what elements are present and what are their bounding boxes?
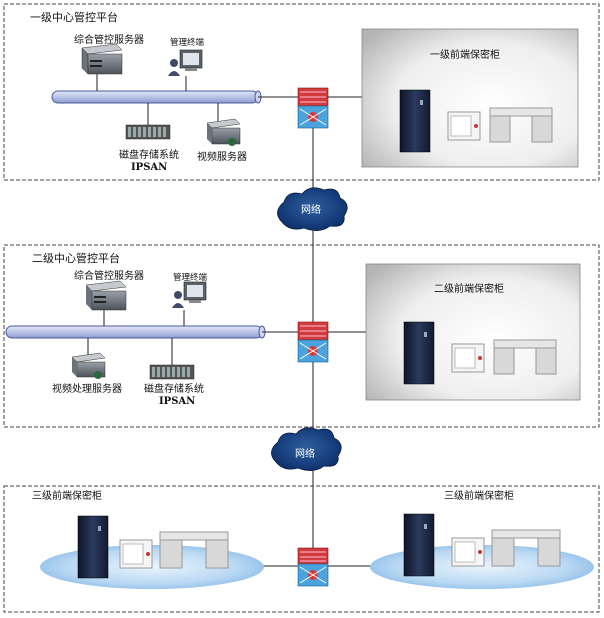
level1-bus bbox=[51, 90, 259, 104]
level2-cabinet-panel bbox=[365, 263, 581, 401]
level2-terminal-icon bbox=[172, 281, 207, 308]
level3-right-equipment bbox=[403, 513, 561, 577]
level2-video-label: 视频处理服务器 bbox=[52, 382, 122, 395]
network2-cloud-icon: 网络 bbox=[271, 427, 342, 471]
level1-server-label: 综合管控服务器 bbox=[74, 33, 144, 46]
level2-server-label: 综合管控服务器 bbox=[74, 269, 144, 282]
level3-region: 三级前端保密柜 三级前端保密柜 bbox=[3, 485, 600, 613]
level2-switch-icon bbox=[297, 321, 329, 363]
level1-cabinet-panel bbox=[361, 28, 579, 168]
network2-label: 网络 bbox=[295, 447, 315, 460]
level1-server-icon bbox=[81, 43, 123, 75]
level1-region: 一级中心管控平台 综合管控服务器 管理终端 bbox=[3, 3, 600, 181]
level1-switch-icon bbox=[297, 87, 329, 129]
level2-video-server-icon bbox=[71, 352, 106, 379]
network1-label: 网络 bbox=[301, 203, 321, 216]
level3-right-label: 三级前端保密柜 bbox=[444, 489, 514, 502]
level2-storage-sub: IPSAN bbox=[159, 396, 195, 407]
level2-region: 二级中心管控平台 综合管控服务器 管理终端 bbox=[3, 244, 600, 428]
level3-left-label: 三级前端保密柜 bbox=[32, 489, 102, 502]
level1-cabinet-equipment bbox=[399, 89, 553, 153]
level2-terminal-label: 管理终端 bbox=[173, 272, 208, 283]
level3-left-equipment bbox=[77, 515, 229, 579]
level1-storage-icon bbox=[125, 124, 171, 140]
level2-border bbox=[3, 244, 600, 428]
level1-video-label: 视频服务器 bbox=[197, 150, 247, 163]
network1-cloud-icon: 网络 bbox=[277, 187, 348, 231]
level2-server-icon bbox=[85, 280, 127, 311]
level2-bus bbox=[5, 325, 263, 339]
level1-terminal-label: 管理终端 bbox=[170, 37, 205, 48]
level1-video-server-icon bbox=[206, 118, 241, 146]
level1-terminal-icon bbox=[168, 49, 203, 76]
level3-border bbox=[3, 485, 600, 613]
level1-storage-label: 磁盘存储系统 bbox=[119, 148, 179, 161]
level1-title: 一级中心管控平台 bbox=[30, 10, 118, 24]
level2-cabinet-equipment bbox=[403, 321, 557, 385]
level1-storage-sub: IPSAN bbox=[131, 162, 167, 173]
level1-border bbox=[3, 3, 600, 181]
level2-storage-label: 磁盘存储系统 bbox=[144, 382, 204, 395]
level3-switch-icon bbox=[297, 547, 329, 587]
level1-cabinet-label: 一级前端保密柜 bbox=[430, 48, 500, 61]
level2-title: 二级中心管控平台 bbox=[32, 251, 120, 265]
level2-cabinet-label: 二级前端保密柜 bbox=[434, 282, 504, 295]
level2-storage-icon bbox=[149, 364, 195, 380]
